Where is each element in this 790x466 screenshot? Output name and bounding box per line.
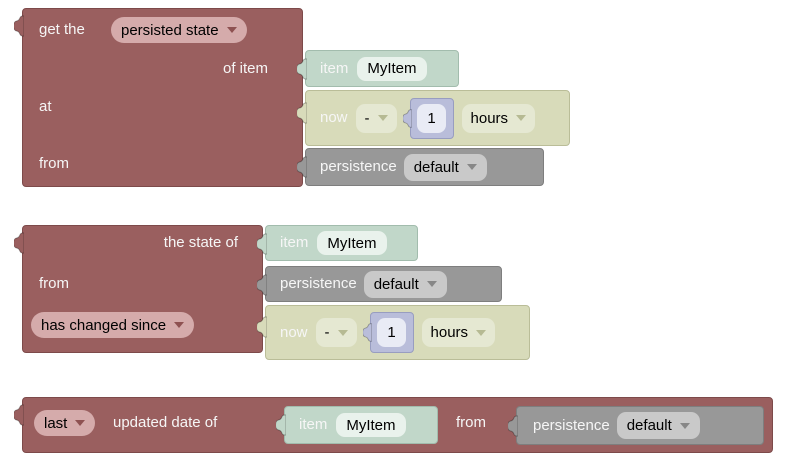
block-datetime[interactable]: now - 1 hours (297, 90, 570, 146)
output-connector-icon (257, 274, 267, 296)
dropdown-persistence-service[interactable]: default (363, 270, 447, 298)
dropdown-persistence-service[interactable]: default (616, 412, 700, 439)
output-connector-icon (14, 15, 24, 37)
dropdown-operator[interactable]: - (355, 103, 397, 133)
block-get-persisted-state[interactable]: get the persisted state of item at from (14, 8, 303, 187)
dropdown-last[interactable]: last (34, 410, 96, 436)
chevron-down-icon (476, 329, 487, 336)
item-name-field[interactable]: MyItem (336, 413, 406, 437)
block-persistence[interactable]: persistence default (297, 148, 544, 186)
dropdown-units-label: hours (470, 109, 509, 127)
item-label: item (320, 59, 349, 77)
output-connector-icon (508, 415, 518, 437)
chevron-down-icon (679, 422, 690, 429)
block-has-changed-since[interactable]: the state of from has changed since (14, 225, 263, 353)
chevron-down-icon (226, 27, 237, 33)
dropdown-persistence-service-label: default (373, 275, 419, 293)
number-field[interactable]: 1 (377, 318, 407, 347)
dropdown-persisted-state[interactable]: persisted state (111, 17, 247, 43)
dropdown-last-label: last (44, 414, 68, 432)
block-item[interactable]: item MyItem (257, 225, 418, 261)
dropdown-persisted-state-label: persisted state (121, 21, 219, 39)
block-item[interactable]: item MyItem (276, 406, 438, 444)
output-connector-icon (14, 232, 24, 254)
persistence-label: persistence (280, 275, 357, 292)
output-connector-icon (362, 323, 372, 342)
chevron-down-icon (174, 322, 185, 328)
block-datetime[interactable]: now - 1 hours (257, 305, 530, 360)
number-field[interactable]: 1 (417, 103, 447, 133)
dropdown-persistence-service-label: default (626, 417, 672, 434)
block-number[interactable]: 1 (362, 312, 414, 353)
dropdown-units-label: hours (430, 324, 469, 341)
item-label: item (280, 234, 309, 251)
label-from: from (39, 275, 69, 292)
item-label: item (299, 416, 328, 433)
dropdown-operator[interactable]: - (315, 318, 357, 347)
dropdown-has-changed-since[interactable]: has changed since (31, 312, 195, 338)
label-from: from (456, 414, 486, 431)
persistence-label: persistence (320, 158, 397, 175)
block-persistence[interactable]: persistence default (257, 266, 502, 302)
dropdown-operator-label: - (324, 324, 330, 341)
output-connector-icon (297, 58, 307, 80)
item-name-field[interactable]: MyItem (357, 56, 427, 81)
output-connector-icon (257, 233, 267, 255)
label-the-state-of: the state of (163, 234, 238, 251)
chevron-down-icon (466, 164, 477, 170)
block-item[interactable]: item MyItem (297, 50, 459, 87)
label-of-item: of item (222, 60, 268, 77)
output-connector-icon (297, 156, 307, 178)
output-connector-icon (402, 108, 412, 128)
chevron-down-icon (426, 281, 437, 287)
output-connector-icon (297, 102, 307, 124)
datetime-now-label: now (320, 109, 348, 126)
dropdown-persistence-service-label: default (413, 158, 459, 176)
label-from: from (39, 155, 69, 172)
block-last-updated-date[interactable]: last updated date of item MyItem from pe… (14, 397, 773, 453)
chevron-down-icon (337, 329, 348, 336)
label-at: at (39, 98, 52, 115)
dropdown-persistence-service[interactable]: default (403, 153, 487, 181)
dropdown-units[interactable]: hours (421, 318, 496, 347)
datetime-now-label: now (280, 323, 308, 341)
output-connector-icon (257, 316, 267, 338)
label-get-the: get the (39, 21, 85, 38)
output-connector-icon (14, 404, 24, 426)
item-name-field[interactable]: MyItem (317, 231, 387, 255)
block-persistence[interactable]: persistence default (508, 406, 764, 445)
output-connector-icon (276, 414, 286, 436)
chevron-down-icon (516, 115, 527, 121)
dropdown-units[interactable]: hours (461, 103, 536, 133)
label-updated-date-of: updated date of (113, 414, 218, 431)
dropdown-operator-label: - (364, 109, 370, 127)
chevron-down-icon (377, 115, 388, 121)
block-number[interactable]: 1 (402, 97, 454, 139)
persistence-label: persistence (533, 416, 610, 434)
dropdown-has-changed-since-label: has changed since (41, 316, 167, 334)
chevron-down-icon (75, 420, 86, 426)
